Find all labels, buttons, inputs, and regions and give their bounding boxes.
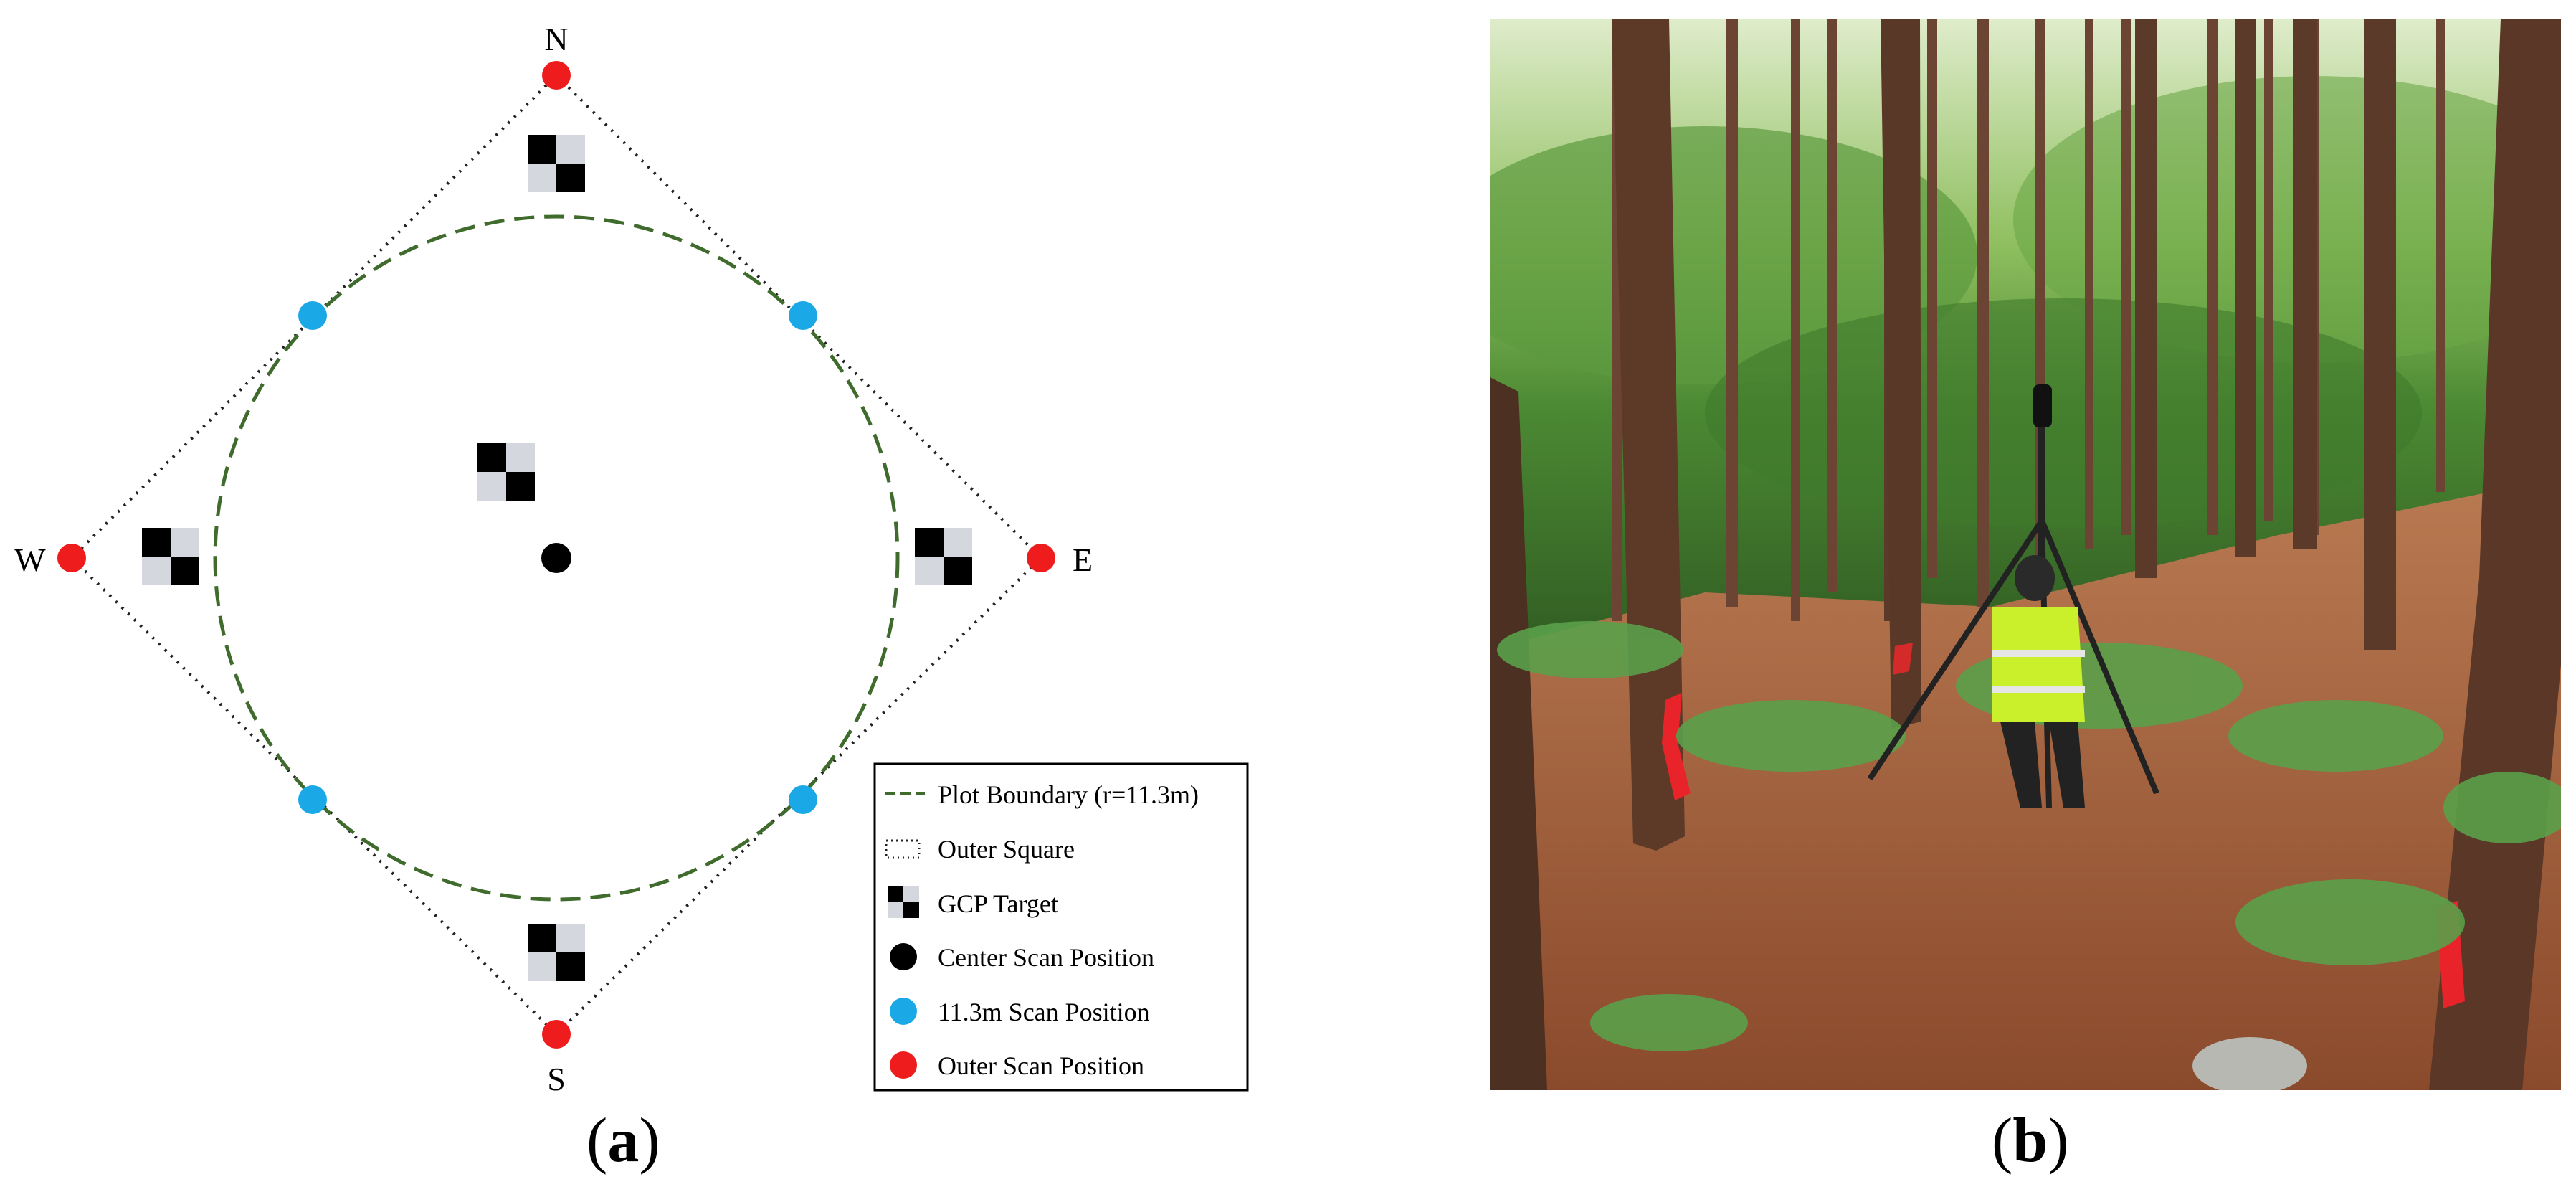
outer-scan-east bbox=[1027, 544, 1055, 572]
gcp-target-east bbox=[915, 528, 972, 585]
legend-11-3m-scan-label: 11.3m Scan Position bbox=[938, 998, 1150, 1026]
legend-outer-scan-label: Outer Scan Position bbox=[938, 1051, 1144, 1080]
legend-plot-boundary-label: Plot Boundary (r=11.3m) bbox=[938, 780, 1199, 809]
red-paint-mark bbox=[1893, 643, 1913, 675]
scan-11-3m-ne bbox=[789, 301, 817, 330]
compass-west-label: W bbox=[14, 541, 46, 578]
gcp-target-south bbox=[528, 924, 585, 981]
legend-gcp-target-swatch bbox=[888, 886, 919, 918]
scan-11-3m-sw bbox=[298, 785, 327, 814]
legend-outer-scan-swatch bbox=[890, 1051, 917, 1079]
forest-field-photo bbox=[1490, 19, 2561, 1090]
compass-north-label: N bbox=[544, 21, 568, 57]
gcp-target-center bbox=[477, 443, 535, 501]
red-paint-mark bbox=[1662, 693, 1691, 800]
gcp-target-north bbox=[528, 135, 585, 192]
forest-scene-illustration bbox=[1490, 19, 2561, 1090]
panel-b-caption: (b) bbox=[1992, 1106, 2069, 1176]
legend-center-scan-swatch bbox=[890, 943, 917, 970]
legend: Plot Boundary (r=11.3m) Outer Square GCP… bbox=[873, 762, 1249, 1092]
outer-scan-south bbox=[542, 1020, 571, 1049]
legend-center-scan-label: Center Scan Position bbox=[938, 943, 1154, 972]
scan-11-3m-nw bbox=[298, 301, 327, 330]
legend-outer-square-label: Outer Square bbox=[938, 835, 1075, 864]
outer-scan-north bbox=[542, 61, 571, 90]
gcp-target-west bbox=[142, 528, 199, 585]
large-trunk-left-foreground bbox=[1490, 377, 1547, 1090]
legend-11-3m-scan-swatch bbox=[890, 998, 917, 1025]
large-trunk-center bbox=[1881, 19, 1921, 729]
laser-scanner-head bbox=[2033, 384, 2052, 427]
scan-layout-diagram: N S W E Plot Boundary (r=11.3m) Outer Sq… bbox=[14, 21, 1249, 1097]
legend-gcp-target-label: GCP Target bbox=[938, 889, 1058, 918]
compass-south-label: S bbox=[547, 1061, 566, 1097]
compass-east-label: E bbox=[1073, 541, 1093, 578]
center-scan-position bbox=[541, 543, 571, 573]
outer-scan-west bbox=[57, 544, 86, 572]
legend-box bbox=[873, 762, 1249, 1092]
legend-outer-square-swatch bbox=[885, 839, 921, 859]
scan-11-3m-se bbox=[789, 785, 817, 814]
plot-boundary-circle bbox=[213, 214, 900, 902]
rock bbox=[2192, 1037, 2307, 1090]
surveyor-person bbox=[1992, 555, 2085, 808]
panel-a-caption: (a) bbox=[586, 1106, 660, 1176]
